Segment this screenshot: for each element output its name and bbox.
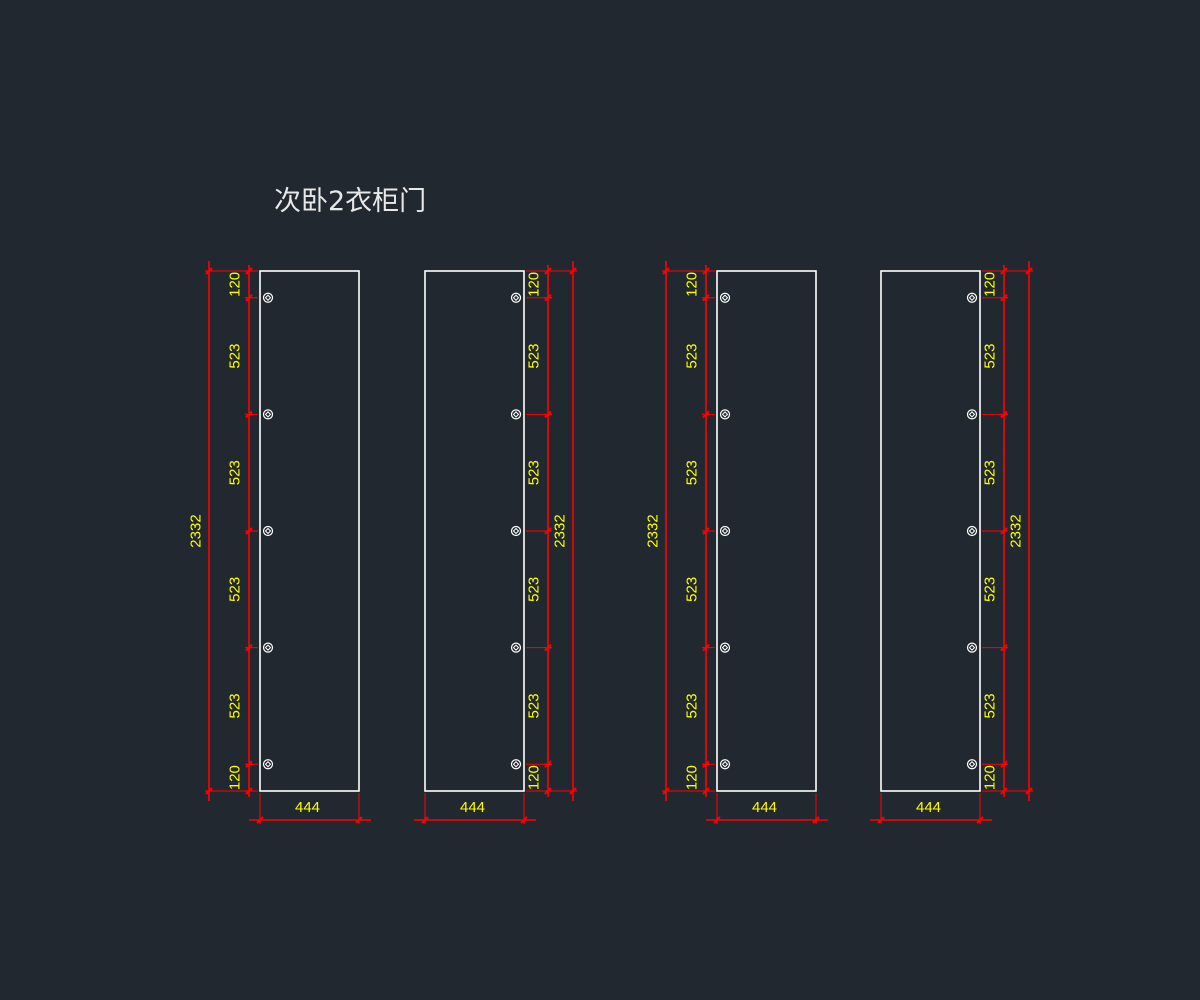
hinge-hole-icon bbox=[512, 527, 520, 535]
segment-dimension-label: 120 bbox=[227, 765, 244, 790]
width-dimension-label: 444 bbox=[916, 799, 941, 816]
hinge-hole-icon bbox=[966, 292, 978, 303]
segment-dimension-label: 120 bbox=[982, 765, 999, 790]
hinge-hole-icon bbox=[966, 759, 978, 770]
segment-dimension-label: 523 bbox=[526, 344, 543, 369]
hinge-hole-icon bbox=[968, 294, 976, 301]
hinge-hole-icon bbox=[719, 409, 731, 420]
segment-dimension-label: 523 bbox=[982, 460, 999, 485]
segment-dimension-label: 523 bbox=[684, 577, 701, 602]
segment-dimension-label: 523 bbox=[982, 577, 999, 602]
hinge-hole-icon bbox=[510, 525, 522, 537]
segment-dimension-label: 523 bbox=[227, 460, 244, 485]
segment-dimension-label: 523 bbox=[684, 460, 701, 485]
hinge-hole-icon bbox=[512, 294, 520, 301]
segment-dimension-label: 120 bbox=[684, 272, 701, 297]
width-dimension-label: 444 bbox=[295, 799, 320, 816]
door-panel-outline bbox=[716, 270, 817, 792]
overall-dimension-label: 2332 bbox=[645, 514, 662, 547]
overall-dimension-label: 2332 bbox=[188, 514, 205, 547]
hinge-hole-icon bbox=[262, 292, 274, 303]
hinge-hole-icon bbox=[512, 761, 520, 768]
hinge-hole-icon bbox=[721, 761, 729, 768]
hinge-hole-icon bbox=[264, 411, 272, 418]
hinge-hole-icon bbox=[721, 644, 729, 651]
hinge-hole-icon bbox=[262, 642, 274, 653]
segment-dimension-label: 523 bbox=[684, 693, 701, 718]
segment-dimension-label: 523 bbox=[526, 577, 543, 602]
hinge-hole-icon bbox=[968, 644, 976, 651]
hinge-hole-icon bbox=[966, 642, 978, 653]
hinge-hole-icon bbox=[721, 411, 729, 418]
door-panel-outline bbox=[880, 270, 981, 792]
segment-dimension-label: 523 bbox=[227, 577, 244, 602]
hinge-hole-icon bbox=[510, 409, 522, 420]
overall-dimension-label: 2332 bbox=[1008, 514, 1025, 547]
hinge-hole-icon bbox=[512, 644, 520, 651]
hinge-hole-icon bbox=[512, 411, 520, 418]
hinge-hole-icon bbox=[968, 411, 976, 418]
segment-dimension-label: 120 bbox=[526, 272, 543, 297]
segment-dimension-label: 523 bbox=[526, 693, 543, 718]
hinge-hole-icon bbox=[966, 409, 978, 420]
door-panel-outline bbox=[259, 270, 360, 792]
segment-dimension-label: 120 bbox=[526, 765, 543, 790]
hinge-hole-icon bbox=[510, 292, 522, 303]
hinge-hole-icon bbox=[264, 761, 272, 768]
hinge-hole-icon bbox=[510, 642, 522, 653]
hinge-hole-icon bbox=[968, 761, 976, 768]
segment-dimension-label: 523 bbox=[227, 693, 244, 718]
segment-dimension-label: 523 bbox=[227, 344, 244, 369]
segment-dimension-label: 120 bbox=[227, 272, 244, 297]
hinge-hole-icon bbox=[264, 644, 272, 651]
drawing-title: 次卧2衣柜门 bbox=[274, 186, 427, 217]
hinge-hole-icon bbox=[968, 527, 976, 535]
width-dimension-label: 444 bbox=[752, 799, 777, 816]
hinge-hole-icon bbox=[262, 409, 274, 420]
hinge-hole-icon bbox=[966, 525, 978, 537]
hinge-hole-icon bbox=[721, 294, 729, 301]
segment-dimension-label: 120 bbox=[684, 765, 701, 790]
hinge-hole-icon bbox=[719, 292, 731, 303]
hinge-hole-icon bbox=[262, 759, 274, 770]
segment-dimension-label: 120 bbox=[982, 272, 999, 297]
hinge-hole-icon bbox=[262, 525, 274, 537]
hinge-hole-icon bbox=[510, 759, 522, 770]
segment-dimension-label: 523 bbox=[982, 344, 999, 369]
hinge-hole-icon bbox=[719, 759, 731, 770]
segment-dimension-label: 523 bbox=[684, 344, 701, 369]
hinge-hole-icon bbox=[264, 294, 272, 301]
segment-dimension-label: 523 bbox=[526, 460, 543, 485]
hinge-hole-icon bbox=[721, 527, 729, 535]
hinge-hole-icon bbox=[719, 525, 731, 537]
hinge-hole-icon bbox=[264, 527, 272, 535]
overall-dimension-label: 2332 bbox=[552, 514, 569, 547]
segment-dimension-label: 523 bbox=[982, 693, 999, 718]
width-dimension-label: 444 bbox=[460, 799, 485, 816]
door-panel-outline bbox=[424, 270, 525, 792]
hinge-hole-icon bbox=[719, 642, 731, 653]
